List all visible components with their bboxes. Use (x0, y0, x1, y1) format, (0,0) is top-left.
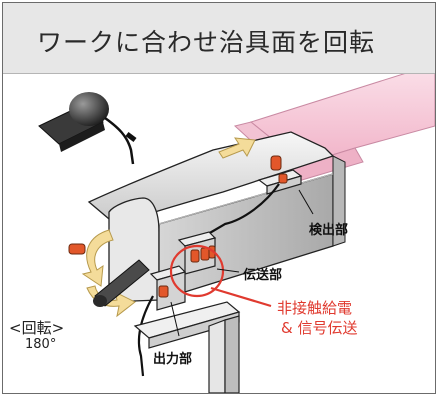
detection-label: 検出部 (309, 223, 349, 238)
detection-unit (207, 155, 303, 235)
transmission-leader (216, 268, 240, 273)
side-connector (68, 243, 86, 255)
highlight-circle (169, 244, 225, 298)
page-title: ワークに合わせ治具面を回転 (37, 28, 376, 57)
transmission-unit (177, 231, 217, 275)
header-bar: ワークに合わせ治具面を回転 (3, 3, 435, 74)
detection-leader (298, 189, 314, 215)
rotation-angle: 180° (25, 337, 57, 352)
diagram-card: ワークに合わせ治具面を回転 (2, 2, 436, 394)
rotation-label: <回転> (9, 319, 65, 337)
output-leader (170, 301, 180, 337)
output-label: 出力部 (153, 352, 193, 367)
wireless-label-line1: 非接触給電 (277, 299, 353, 317)
wireless-label-line2: & 信号伝送 (281, 319, 358, 337)
shaft-end (93, 295, 107, 307)
jig-illustration: 検出部 伝送部 出力部 <回転> 180° 非接触給電 & 信号伝送 (3, 52, 435, 393)
highlight-pointer (210, 286, 272, 308)
feed-arrow-icon (218, 137, 256, 159)
sensor-head-icon (38, 92, 137, 165)
transmission-label: 伝送部 (243, 268, 283, 283)
base-stand (133, 301, 241, 393)
